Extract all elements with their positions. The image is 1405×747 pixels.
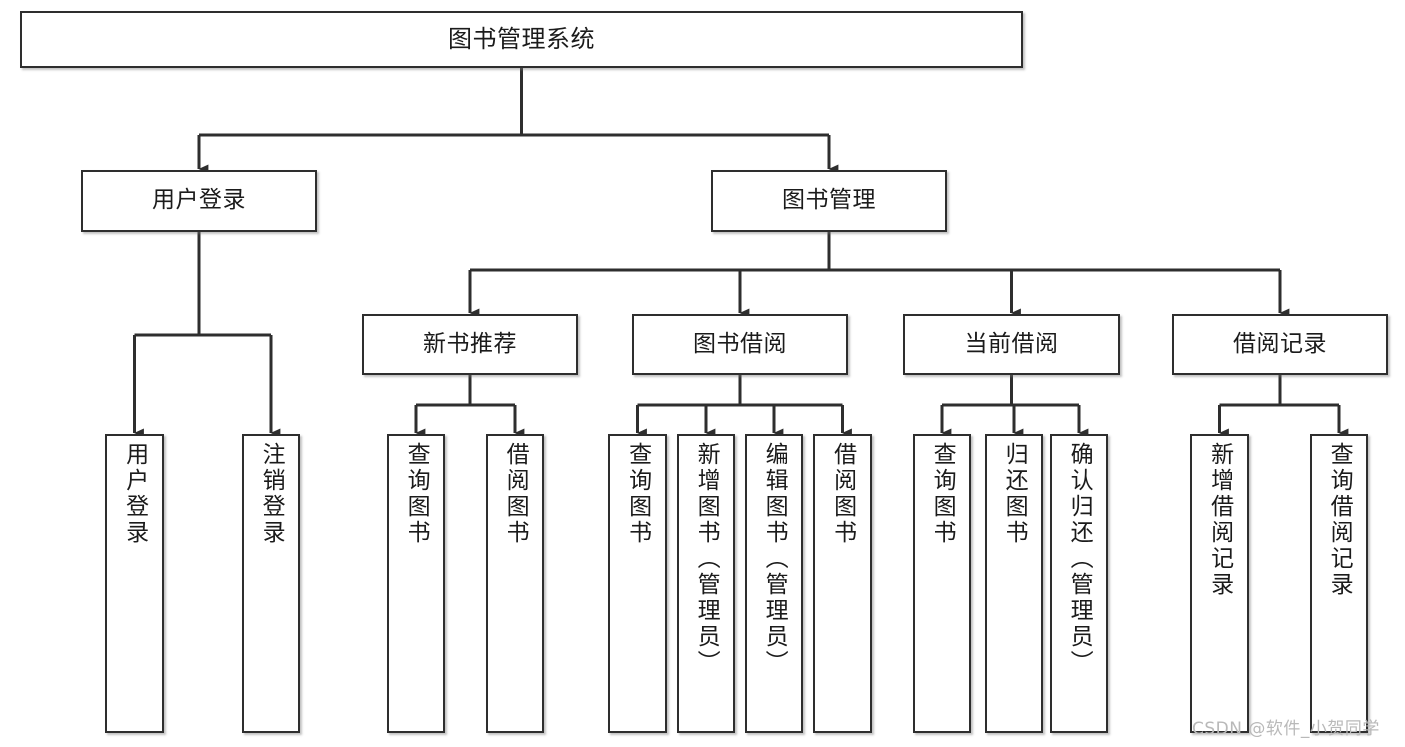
node-leaf-borrow-book-2[interactable]: 借阅图书: [813, 434, 872, 733]
node-label: 注销登录: [258, 442, 285, 546]
node-label: 查询图书: [403, 442, 430, 546]
node-label: 查询借阅记录: [1326, 442, 1353, 598]
node-label: 借阅图书: [502, 442, 529, 546]
csdn-watermark: CSDN @软件_小贺同学: [1192, 719, 1380, 739]
node-label: 编辑图书（管理员）: [761, 442, 788, 676]
node-leaf-query-book-2[interactable]: 查询图书: [608, 434, 667, 733]
node-book-borrow[interactable]: 图书借阅: [632, 314, 848, 375]
node-borrow-record[interactable]: 借阅记录: [1172, 314, 1388, 375]
node-new-book-rec[interactable]: 新书推荐: [362, 314, 578, 375]
node-label: 图书管理系统: [448, 25, 595, 54]
node-leaf-confirm-return[interactable]: 确认归还（管理员）: [1050, 434, 1108, 733]
node-label: 图书借阅: [693, 330, 787, 357]
node-label: 当前借阅: [964, 330, 1059, 357]
node-label: 用户登录: [152, 187, 246, 214]
node-current-borrow[interactable]: 当前借阅: [903, 314, 1120, 375]
node-leaf-borrow-book-1[interactable]: 借阅图书: [486, 434, 544, 733]
node-label: 新增图书（管理员）: [693, 442, 720, 676]
node-root[interactable]: 图书管理系统: [20, 11, 1023, 68]
node-leaf-add-record[interactable]: 新增借阅记录: [1190, 434, 1249, 733]
node-leaf-logout[interactable]: 注销登录: [242, 434, 300, 733]
node-leaf-query-record[interactable]: 查询借阅记录: [1310, 434, 1368, 733]
node-label: 新增借阅记录: [1206, 442, 1233, 598]
node-label: 借阅记录: [1233, 330, 1327, 357]
node-label: 归还图书: [1001, 442, 1028, 546]
node-label: 确认归还（管理员）: [1066, 442, 1093, 676]
node-label: 新书推荐: [423, 330, 517, 357]
node-label: 图书管理: [782, 187, 876, 214]
node-label: 用户登录: [121, 442, 148, 546]
node-user-login[interactable]: 用户登录: [81, 170, 317, 232]
node-leaf-query-book-3[interactable]: 查询图书: [913, 434, 971, 733]
node-leaf-return-book[interactable]: 归还图书: [985, 434, 1043, 733]
node-leaf-edit-book[interactable]: 编辑图书（管理员）: [745, 434, 803, 733]
node-label: 查询图书: [624, 442, 651, 546]
node-leaf-query-book-1[interactable]: 查询图书: [387, 434, 445, 733]
node-book-manage[interactable]: 图书管理: [711, 170, 947, 232]
node-label: 查询图书: [929, 442, 956, 546]
node-label: 借阅图书: [829, 442, 856, 546]
connector-lines: [133, 68, 1349, 438]
node-leaf-user-login[interactable]: 用户登录: [105, 434, 164, 733]
node-leaf-add-book[interactable]: 新增图书（管理员）: [677, 434, 735, 733]
